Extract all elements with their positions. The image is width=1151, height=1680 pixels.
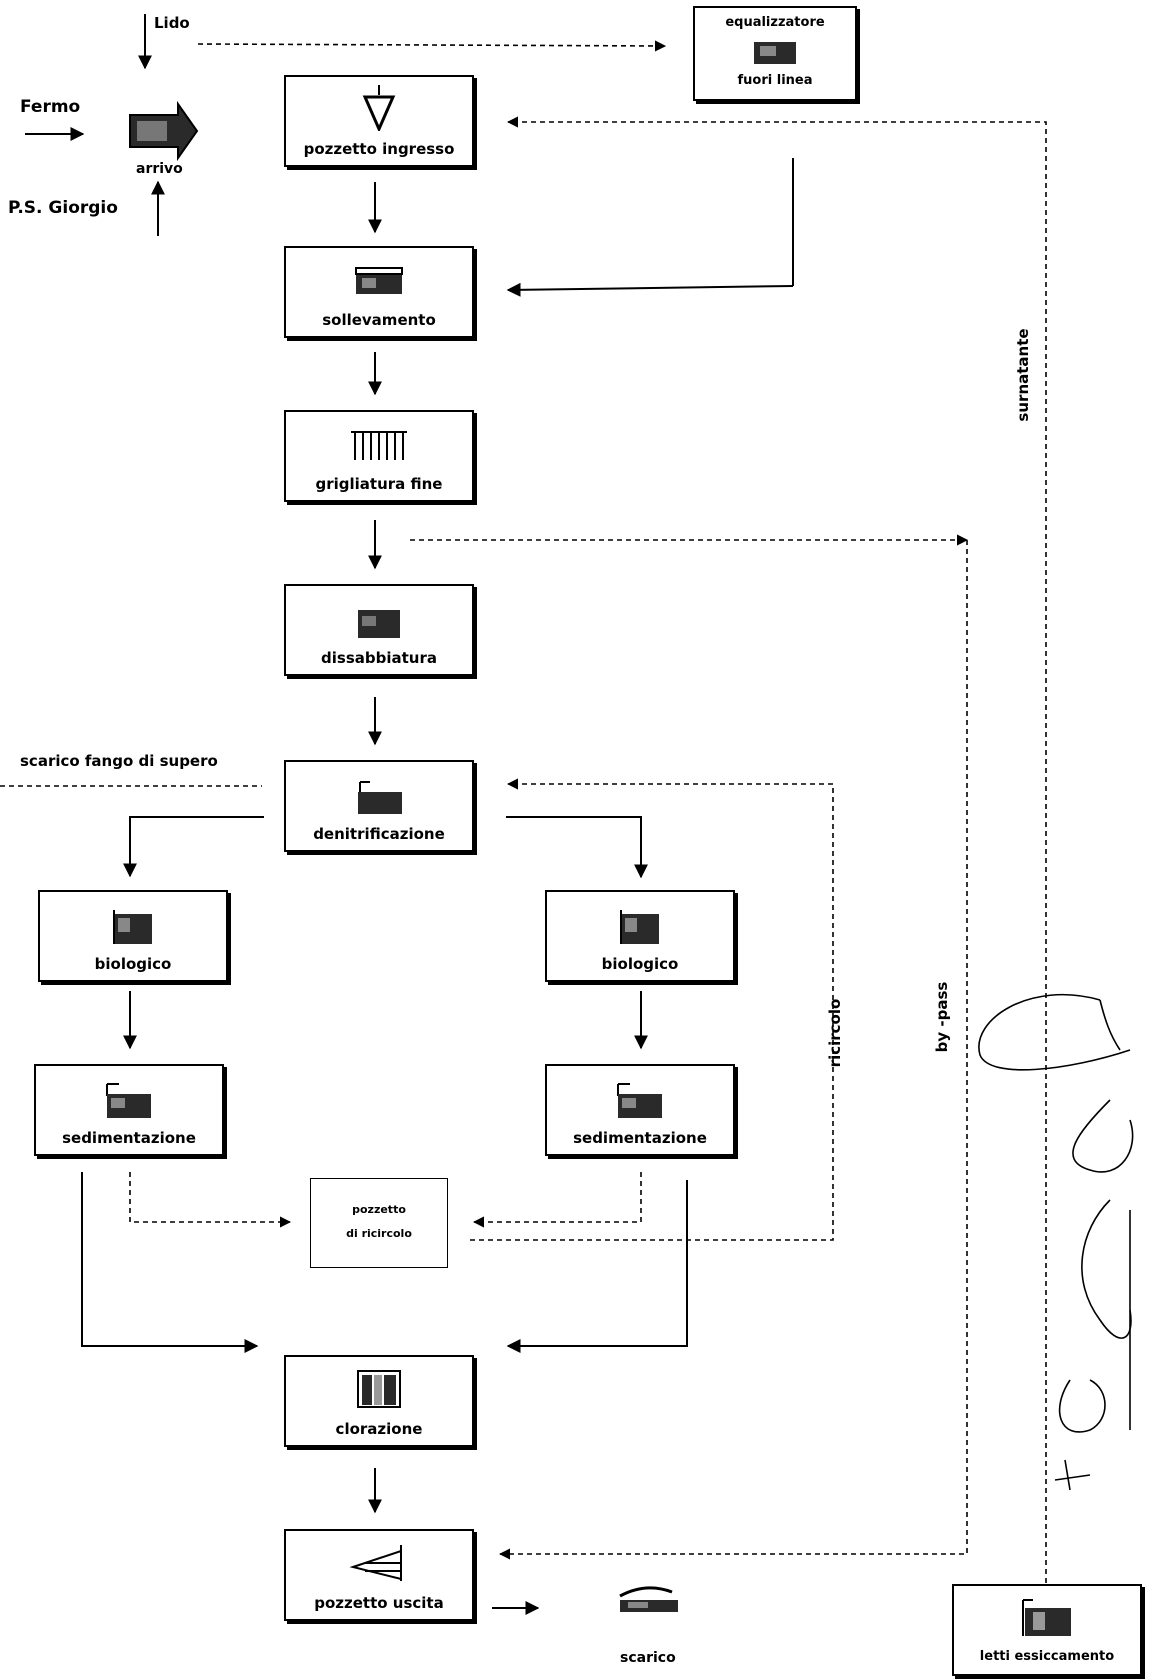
grigliatura-label: grigliatura fine xyxy=(315,475,443,493)
dashed-flow-arrows xyxy=(0,40,1047,1592)
sollevamento-label: sollevamento xyxy=(322,311,436,329)
scarico-label: scarico xyxy=(620,1650,676,1666)
biological-tank-icon xyxy=(620,910,659,944)
biological-tank-icon xyxy=(113,910,152,944)
pozzetto-ingresso-label: pozzetto ingresso xyxy=(303,140,455,158)
pozzetto-ricircolo-box: pozzetto di ricircolo xyxy=(310,1178,448,1268)
scarico-fango-label: scarico fango di supero xyxy=(20,752,218,770)
sedimentazione-left-label: sedimentazione xyxy=(62,1129,196,1147)
biologico-left-box: biologico xyxy=(38,890,228,982)
grit-removal-icon xyxy=(358,610,400,638)
arrow-sed-left-clorazione xyxy=(81,1172,259,1353)
pozzetto-uscita-box: pozzetto uscita xyxy=(284,1529,474,1621)
screen-grid-icon xyxy=(351,431,407,460)
pozzetto-ricircolo-label-2: di ricircolo xyxy=(346,1227,412,1240)
main-flow-arrows xyxy=(25,14,794,1615)
ricircolo-line xyxy=(470,778,834,1241)
sedimentation-tank-icon xyxy=(617,1083,662,1118)
biologico-left-label: biologico xyxy=(94,955,172,973)
outlet-cone-icon xyxy=(349,1545,402,1581)
denitrificazione-box: denitrificazione xyxy=(284,760,474,852)
drying-bed-icon xyxy=(1022,1599,1071,1636)
ps-giorgio-label: P.S. Giorgio xyxy=(8,198,118,218)
clorazione-box: clorazione xyxy=(284,1355,474,1447)
handwritten-signature xyxy=(978,993,1134,1491)
inlet-funnel-icon xyxy=(362,85,396,131)
by-pass-label: by -pass xyxy=(933,981,951,1053)
pump-icon xyxy=(355,267,403,294)
sedimentazione-right-box: sedimentazione xyxy=(545,1064,735,1156)
dissabbiatura-box: dissabbiatura xyxy=(284,584,474,676)
lido-to-equalizer xyxy=(197,40,667,52)
equalizzatore-box: equalizzatore fuori linea xyxy=(693,6,857,101)
arrivo-label: arrivo xyxy=(136,161,183,177)
sollevamento-box: sollevamento xyxy=(284,246,474,338)
fuori-linea-label: fuori linea xyxy=(737,73,813,88)
equalizzatore-label: equalizzatore xyxy=(725,15,825,30)
surnatante-label: surnatante xyxy=(1014,328,1032,422)
sedimentazione-left-box: sedimentazione xyxy=(34,1064,224,1156)
denitrification-tank-icon xyxy=(358,781,402,814)
denitrificazione-label: denitrificazione xyxy=(313,825,445,843)
sedimentation-tank-icon xyxy=(106,1083,151,1118)
letti-essiccamento-box: letti essiccamento xyxy=(952,1584,1142,1676)
biologico-right-box: biologico xyxy=(545,890,735,982)
arrow-sed-right-clorazione xyxy=(506,1180,688,1353)
sed-left-to-ricircolo xyxy=(129,1172,292,1228)
pozzetto-ingresso-box: pozzetto ingresso xyxy=(284,75,474,167)
sed-right-to-ricircolo xyxy=(472,1172,642,1228)
grigliatura-box: grigliatura fine xyxy=(284,410,474,502)
ricircolo-label: ricircolo xyxy=(826,998,844,1068)
biologico-right-label: biologico xyxy=(601,955,679,973)
arrow-denitri-left xyxy=(123,816,264,878)
outfall-icon xyxy=(619,1586,678,1612)
chlorination-tank-icon xyxy=(357,1370,401,1408)
fermo-label: Fermo xyxy=(20,97,81,117)
surnatante-line xyxy=(506,116,1047,1592)
arrivo-icon xyxy=(129,100,199,162)
lido-label: Lido xyxy=(154,14,190,32)
arrow-denitri-right xyxy=(506,816,648,879)
sedimentazione-right-label: sedimentazione xyxy=(573,1129,707,1147)
pozzetto-uscita-label: pozzetto uscita xyxy=(314,1594,444,1612)
equalizer-icon xyxy=(754,42,796,64)
dissabbiatura-label: dissabbiatura xyxy=(321,649,437,667)
clorazione-label: clorazione xyxy=(335,1420,423,1438)
letti-essiccamento-label: letti essiccamento xyxy=(979,1649,1115,1664)
pozzetto-ricircolo-label-1: pozzetto xyxy=(352,1203,406,1216)
